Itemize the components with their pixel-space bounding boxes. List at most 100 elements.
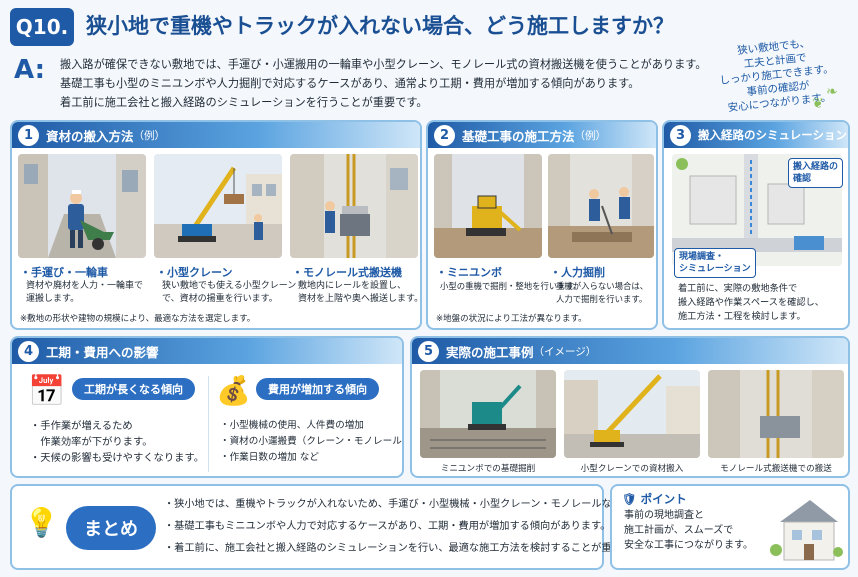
schedule-bullets: ・手作業が増えるため 作業効率が下がります。 ・天候の影響も受けやすくなります。 [30,418,204,466]
section-header: 4 工期・費用への影響 [12,338,402,364]
item-desc-line: で、資材の揚重を行います。 [162,294,278,304]
section-foundation-work: 2 基礎工事の施工方法 （例） ・ミニユンボ 小型の重機で掘削・整地を行います。… [426,120,658,330]
section-number: 2 [434,124,455,146]
tag-line: 現場調査・ [679,252,725,262]
item-desc-line: 人力で掘削を行います。 [556,294,648,304]
tag-line: 搬入経路の [793,162,839,172]
section-title: 搬入経路のシミュレーション [698,128,848,142]
item-title: ・手運び・一輪車 [20,266,108,279]
answer-line: 搬入路が確保できない敷地では、手運び・小運搬用の一輪車や小型クレーン、モノレール… [60,58,707,71]
summary-text: ・狭小地では、重機やトラックが入れないため、手運び・小型機械・小型クレーン・モノ… [164,494,692,560]
case-excavation-photo [420,370,556,458]
item-title: ・モノレール式搬送機 [292,266,402,279]
item-title: ・小型クレーン [156,266,233,279]
desc-line: 搬入経路や作業スペースを確認し、 [678,297,824,308]
section-number: 1 [18,124,39,146]
route-check-tag: 搬入経路の 確認 [788,158,844,188]
small-crane-illustration [154,154,282,258]
section-title: 基礎工事の施工方法 [462,128,575,144]
item-title: ・人力掘削 [550,266,605,279]
tag-line: シミュレーション [679,264,751,274]
calendar-icon: 📅 [28,374,66,409]
section-schedule-cost-impact: 4 工期・費用への影響 📅 工期が長くなる傾向 ・手作業が増えるため 作業効率が… [10,336,404,478]
section-footnote: ※敷地の形状や建物の規模により、最適な方法を選定します。 [20,314,256,324]
survey-simulation-tag: 現場調査・ シミュレーション [674,248,756,278]
mini-excavator-illustration [434,154,542,258]
section-title-sub: （イメージ） [533,345,597,358]
leaf-icon: ❧ [826,84,838,100]
section-route-simulation: 3 搬入経路のシミュレーション 搬入経路の 確認 現場調査・ シミュレーション … [662,120,850,330]
shield-icon: 🛡 [622,492,637,506]
case-caption: 小型クレーンでの資材搬入 [580,464,684,474]
coins-icon: 💰 [216,374,251,407]
summary-line: ・基礎工事もミニユンボや人力で対応するケースがあり、工期・費用が増加する傾向があ… [164,521,611,532]
page-title: 狭小地で重機やトラックが入れない場合、どう施工しますか？ [86,14,674,38]
lightbulb-icon: 💡 [24,506,59,539]
summary-line: ・狭小地では、重機やトラックが入れないため、手運び・小型機械・小型クレーン・モノ… [164,499,693,510]
case-caption: モノレール式搬送機での搬送 [720,464,832,474]
point-box: 🛡 ポイント 事前の現地調査と 施工計画が、スムーズで 安全な工事につながります… [610,484,850,570]
desc-line: 着工前に、実際の敷地条件で [678,283,798,294]
item-desc: 狭い敷地でも使える小型クレーン で、資材の揚重を行います。 [162,280,296,306]
point-title-text: ポイント [640,492,687,506]
desc-line: 施工方法・工程を検討します。 [678,311,806,322]
point-title: 🛡 ポイント [622,491,687,507]
section-title: 工期・費用への影響 [46,344,159,360]
answer-text: 搬入路が確保できない敷地では、手運び・小運搬用の一輪車や小型クレーン、モノレール… [60,55,707,112]
section-number: 3 [670,124,691,146]
cost-pill: 費用が増加する傾向 [256,378,379,400]
section-header: 2 基礎工事の施工方法 （例） [428,122,656,148]
case-caption: ミニユンボでの基礎掘削 [440,464,536,474]
cost-bullets: ・小型機械の使用、人件費の増加 ・資材の小運搬費（クレーン・モノレール等） ・作… [220,418,404,466]
summary-label: まとめ [66,506,156,550]
point-line: 事前の現地調査と [624,510,704,521]
bullet-line: ・作業日数の増加 など [220,452,319,463]
section-material-delivery: 1 資材の搬入方法 （例） ・手運び・一輪車 資材や廃材を人力・一輪車で 運搬し… [10,120,422,330]
case-crane-photo [564,370,700,458]
item-desc: 敷地内にレールを設置し、 資材を上階や奥へ搬送します。 [298,280,422,306]
item-desc-line: 敷地内にレールを設置し、 [298,281,407,291]
item-desc-line: 運搬します。 [26,294,80,304]
answer-letter: A: [14,55,46,85]
section-number: 4 [18,340,39,362]
item-desc: 資材や廃材を人力・一輪車で 運搬します。 [26,280,143,306]
section-title-sub: （例） [574,129,607,142]
item-title: ・ミニユンボ [436,266,502,279]
leaf-icon: ❦ [812,96,824,112]
schedule-pill: 工期が長くなる傾向 [72,378,195,400]
divider [208,376,209,472]
item-desc-line: 資材や廃材を人力・一輪車で [26,281,144,291]
item-desc-line: 狭い敷地でも使える小型クレーン [162,281,297,291]
manual-digging-illustration [548,154,654,258]
section-header: 3 搬入経路のシミュレーション [664,122,848,148]
item-desc-line: 小型の重機で掘削・整地を行います。 [440,281,582,291]
item-desc: 重機が入らない場合は、 人力で掘削を行います。 [556,280,648,306]
item-desc-line: 重機が入らない場合は、 [556,281,649,291]
item-desc: 小型の重機で掘削・整地を行います。 [440,280,582,293]
bullet-line: ・手作業が増えるため [30,420,133,432]
section-number: 5 [418,340,439,362]
section-header: 5 実際の施工事例 （イメージ） [412,338,848,364]
answer-line: 着工前に施工会社と搬入経路のシミュレーションを行うことが重要です。 [60,96,428,109]
monorail-illustration [290,154,418,258]
tag-line: 確認 [793,174,812,184]
case-monorail-photo [708,370,844,458]
bullet-line: 作業効率が下がります。 [30,436,153,448]
summary-line: ・着工前に、施工会社と搬入経路のシミュレーションを行い、最適な施工方法を検討する… [164,543,652,554]
section-case-examples: 5 実際の施工事例 （イメージ） ミニユンボでの基礎掘削 小型クレーンでの資材搬… [410,336,850,478]
point-line: 安全な工事につながります。 [624,540,753,551]
point-text: 事前の現地調査と 施工計画が、スムーズで 安全な工事につながります。 [624,508,753,553]
item-desc-line: 資材を上階や奥へ搬送します。 [298,294,422,304]
section-footnote: ※地盤の状況により工法が異なります。 [436,314,587,324]
wheelbarrow-illustration [18,154,146,258]
point-line: 施工計画が、スムーズで [624,525,734,536]
section-header: 1 資材の搬入方法 （例） [12,122,420,148]
section-title-sub: （例） [133,129,166,142]
section-title: 実際の施工事例 [446,344,534,360]
question-badge: Q10. [10,8,74,46]
summary-box: 💡 まとめ ・狭小地では、重機やトラックが入れないため、手運び・小型機械・小型ク… [10,484,692,570]
bullet-line: ・小型機械の使用、人件費の増加 [220,420,364,431]
section-title: 資材の搬入方法 [46,128,134,144]
bullet-line: ・資材の小運搬費（クレーン・モノレール等） [220,436,404,447]
